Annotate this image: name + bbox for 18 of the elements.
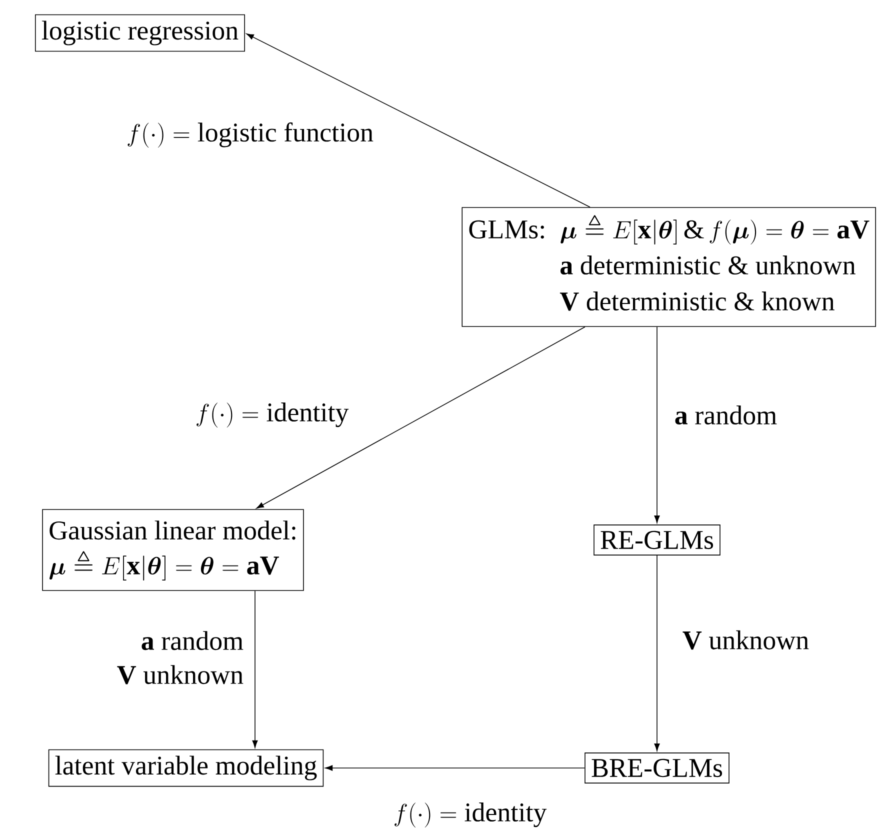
arrow — [325, 765, 585, 771]
model-box: logistic regression — [35, 14, 246, 52]
edge-label: $\mathbf{a}\text{ random}$ — [675, 406, 777, 424]
arrow — [246, 33, 590, 208]
model-box: RE-GLMs — [594, 524, 720, 556]
arrow — [252, 590, 258, 748]
arrow — [654, 326, 660, 524]
model-box: GLMs: $\boldsymbol{\mu} \triangleq E[\mathbf{x}|\boldsymbol{\theta}] \,\&\, f(\boldsymbol{\mu}) = \boldsymbol{\theta} = \mathbf{a}\mathbf{V}$ $\mathbf{a}\text{ deterministic \& unknown}$ $\mathbf{V}\text{ deterministic \& known}$ — [462, 207, 876, 327]
arrow — [256, 326, 586, 509]
model-box: BRE-GLMs — [584, 752, 730, 784]
arrow — [654, 555, 660, 752]
model-box: Gaussian linear model: $\boldsymbol{\mu} \triangleq E[\mathbf{x}|\boldsymbol{\theta}] = \boldsymbol{\theta} = \mathbf{a}\mathbf{V}$ — [42, 509, 304, 591]
model-box: latent variable modeling — [48, 749, 324, 787]
edge-label: $f(\cdot) = \text{identity}$ — [394, 802, 547, 828]
edge-label: $f(\cdot) = \text{identity}$ — [196, 402, 349, 428]
edge-label: $f(\cdot) = \text{logistic function}$ — [128, 122, 374, 148]
edge-label: $\mathbf{V}\text{ unknown}$ — [682, 630, 809, 650]
edge-label: $\begin{array}{@{}r@{}}\mathbf{a}\text{ random}\\ \mathbf{V}\text{ unknown}\end{array}$ — [117, 631, 244, 684]
